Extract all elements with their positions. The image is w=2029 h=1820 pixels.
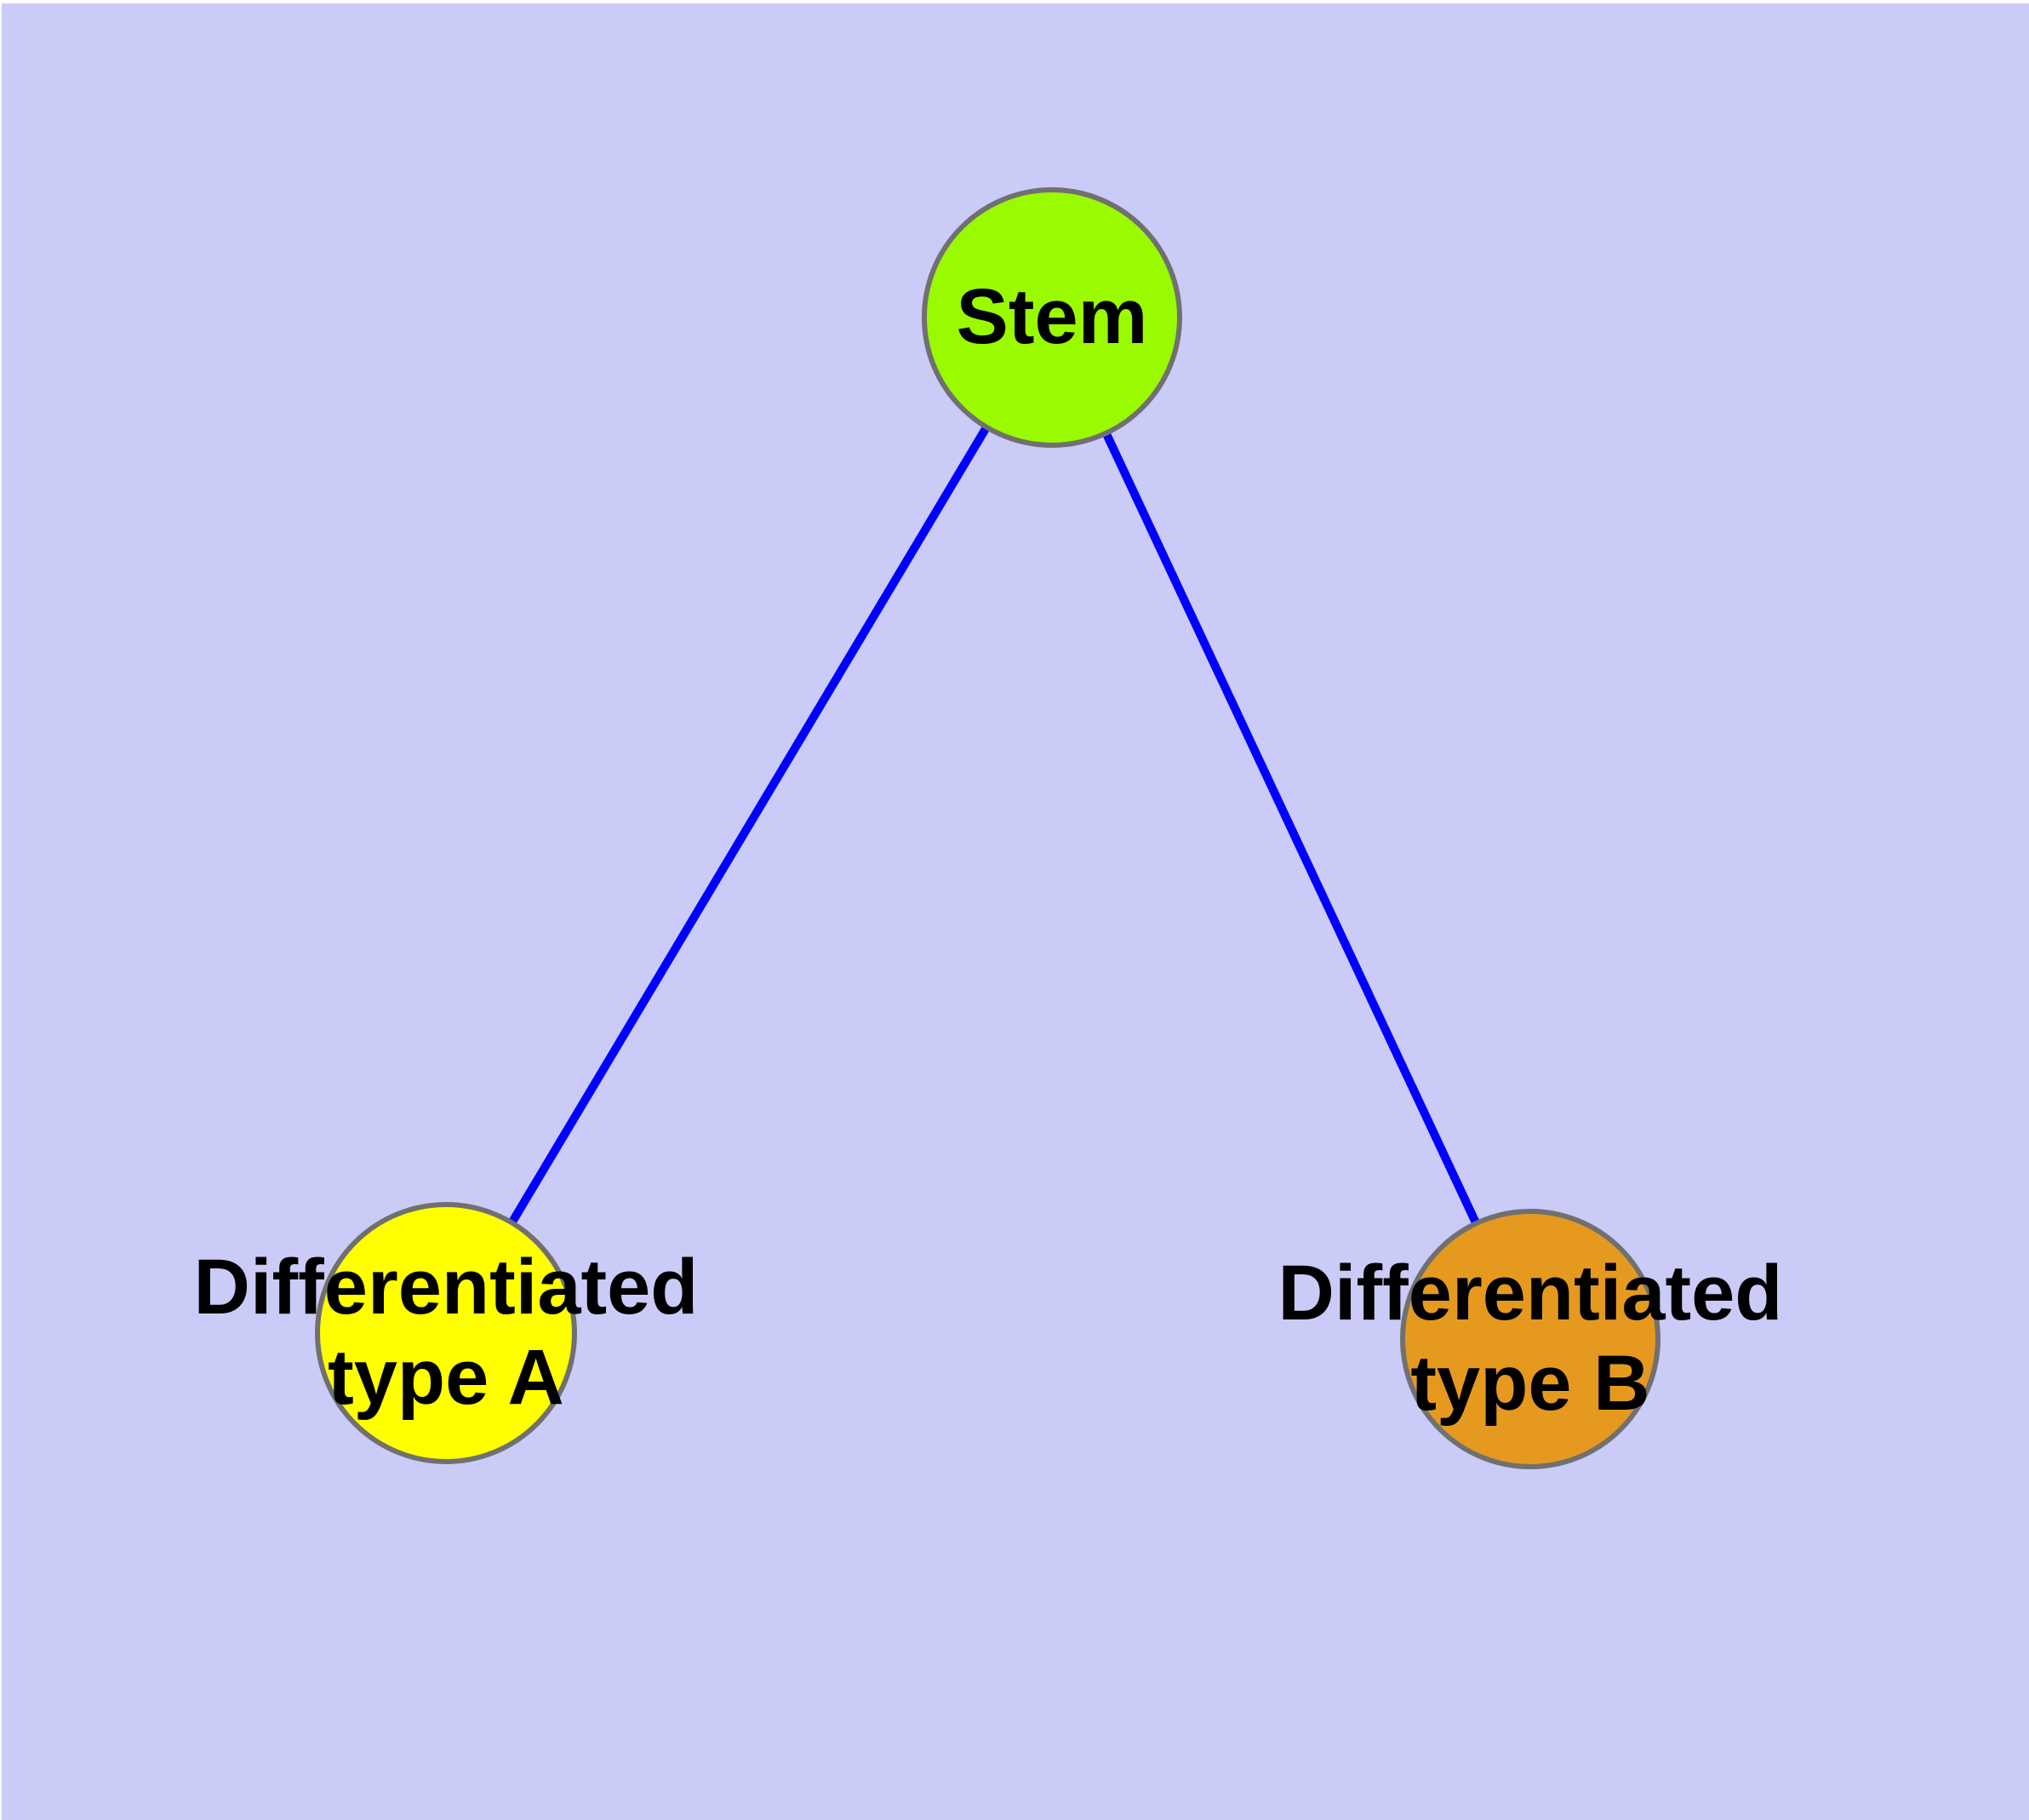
node-type-b-circle — [1400, 1209, 1660, 1469]
edge-stem-to-type-a — [442, 315, 1056, 1336]
diagram-canvas: Stem Differentiated type A Differentiate… — [2, 3, 2029, 1820]
node-stem-circle — [922, 187, 1182, 448]
edge-stem-to-type-b — [1048, 315, 1535, 1342]
node-type-a-circle — [315, 1202, 577, 1464]
